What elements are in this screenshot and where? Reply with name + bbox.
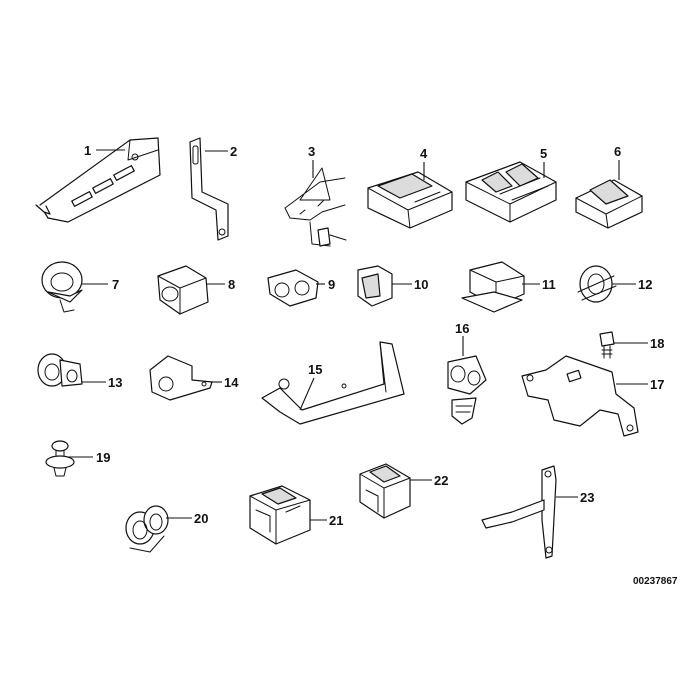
part-14-strap-clip[interactable]	[149, 355, 213, 401]
callout-22: 22	[434, 473, 448, 488]
part-23-long-strap-bracket[interactable]	[481, 465, 557, 559]
callout-2: 2	[230, 144, 237, 159]
callout-21: 21	[329, 513, 343, 528]
part-3-wire-frame-bracket[interactable]	[284, 167, 347, 247]
part-16-push-in-clip[interactable]	[447, 355, 487, 425]
part-6-small-clip-holder[interactable]	[575, 179, 643, 229]
part-4-clip-holder[interactable]	[367, 171, 453, 229]
part-13-round-cable-clip[interactable]	[37, 353, 83, 387]
callout-17: 17	[650, 377, 664, 392]
part-18-bolt[interactable]	[599, 331, 615, 359]
part-21-connector-block[interactable]	[249, 485, 311, 545]
callout-5: 5	[540, 146, 547, 161]
callout-3: 3	[308, 144, 315, 159]
callout-15: 15	[308, 362, 322, 377]
part-12-spring-clip[interactable]	[577, 265, 617, 303]
callout-14: 14	[224, 375, 239, 390]
part-2-bent-strip-bracket[interactable]	[189, 137, 229, 241]
callout-8: 8	[228, 277, 235, 292]
callout-4: 4	[420, 146, 428, 161]
part-20-double-round-clip[interactable]	[125, 505, 169, 553]
callout-1: 1	[84, 143, 91, 158]
document-number: 00237867	[633, 576, 678, 587]
callout-16: 16	[455, 321, 469, 336]
part-5-multi-clip-holder[interactable]	[465, 161, 557, 223]
part-17-large-bracket[interactable]	[521, 355, 639, 437]
callout-7: 7	[112, 277, 119, 292]
callout-18: 18	[650, 336, 664, 351]
callout-20: 20	[194, 511, 208, 526]
callout-9: 9	[328, 277, 335, 292]
callout-10: 10	[414, 277, 428, 292]
part-10-square-clip[interactable]	[357, 265, 393, 307]
part-15-long-bracket[interactable]	[261, 341, 405, 425]
part-7-round-clip[interactable]	[41, 261, 83, 313]
part-11-wide-clip[interactable]	[461, 261, 525, 313]
leader-15	[299, 377, 315, 411]
callout-11: 11	[542, 277, 556, 292]
part-1-bracket-plate[interactable]	[35, 137, 161, 223]
callout-19: 19	[96, 450, 110, 465]
callout-13: 13	[108, 375, 122, 390]
part-22-connector-block[interactable]	[359, 463, 411, 519]
part-9-double-clip[interactable]	[267, 269, 319, 307]
part-8-boxed-clip[interactable]	[157, 265, 209, 315]
part-19-push-fastener[interactable]	[45, 440, 75, 477]
callout-12: 12	[638, 277, 652, 292]
callout-23: 23	[580, 490, 594, 505]
callout-6: 6	[614, 144, 621, 159]
